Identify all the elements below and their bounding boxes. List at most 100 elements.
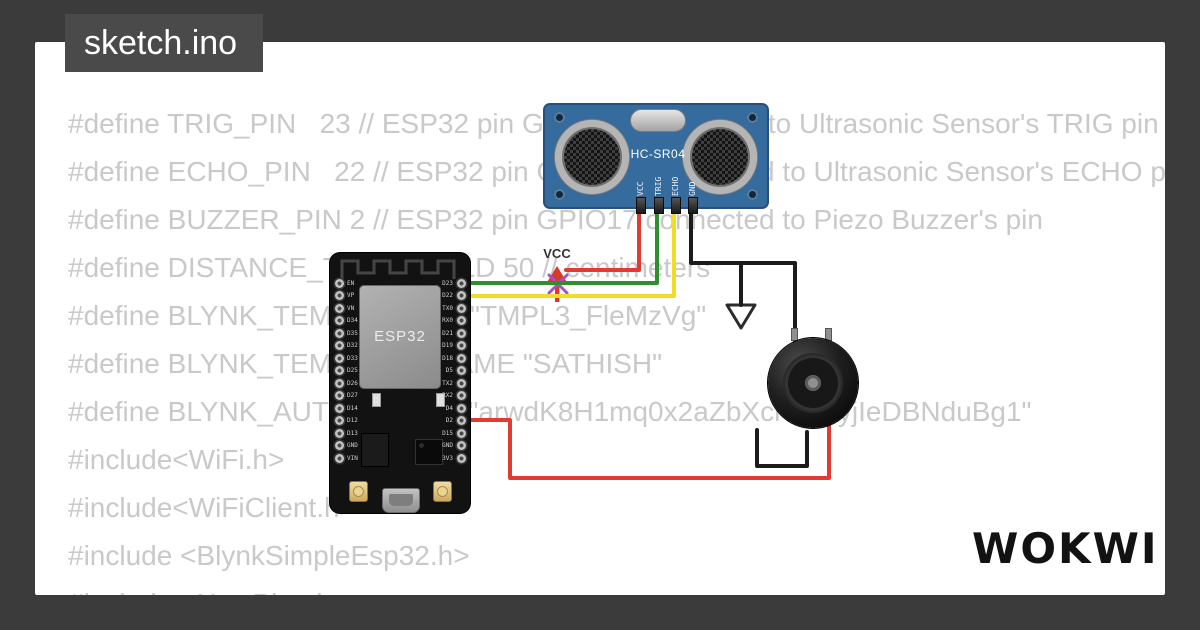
esp32-pin-right-tx2[interactable] — [456, 378, 466, 388]
esp32-pin-right-d21[interactable] — [456, 328, 466, 338]
esp32-pin-label: D32 — [347, 342, 358, 349]
esp32-pin-label: D19 — [442, 342, 453, 349]
esp32-pin-left-gnd[interactable] — [334, 441, 344, 450]
code-line-8: #include<WiFi.h> — [68, 444, 285, 475]
vcc-arrow-icon[interactable] — [555, 282, 560, 302]
esp32-pin-label: D12 — [347, 417, 358, 424]
esp32-pin-right-gnd[interactable] — [456, 441, 466, 450]
esp32-pin-left-vp[interactable] — [334, 291, 344, 300]
esp32-pin-left-d35[interactable] — [334, 328, 344, 338]
sensor-label: HC-SR04 — [630, 147, 686, 161]
esp32-pin-left-d34[interactable] — [334, 316, 344, 325]
vcc-wire[interactable] — [564, 203, 641, 272]
sensor-pin-label: GND — [688, 181, 697, 196]
boot-button[interactable] — [433, 481, 452, 502]
sensor-pin-echo[interactable] — [671, 197, 681, 214]
esp32-pin-left-vn[interactable] — [334, 303, 344, 313]
echo-wire[interactable] — [460, 203, 676, 298]
file-tab-label: sketch.ino — [84, 23, 238, 62]
mounting-hole-icon — [747, 189, 758, 200]
trig-wire[interactable] — [460, 203, 659, 285]
esp32-pin-label: D26 — [347, 379, 358, 387]
esp32-pin-label: D21 — [442, 329, 453, 337]
esp32-pin-left-d26[interactable] — [334, 378, 344, 388]
buzzer-loop-wire[interactable] — [755, 428, 809, 468]
esp32-shield-label: ESP32 — [374, 328, 426, 345]
esp32-pin-left-d25[interactable] — [334, 366, 344, 375]
buzzer-power-wire[interactable] — [460, 348, 831, 480]
capacitor-icon — [372, 393, 381, 407]
file-tab[interactable]: sketch.ino — [65, 14, 264, 72]
esp32-pin-label: D27 — [347, 392, 358, 399]
esp32-pin-left-vin[interactable] — [334, 453, 344, 463]
esp32-pin-label: RX2 — [442, 392, 453, 399]
esp32-pin-right-d22[interactable] — [456, 291, 466, 300]
sensor-pin-label: VCC — [636, 181, 645, 196]
esp32-pin-label: D14 — [347, 404, 358, 412]
en-button[interactable] — [349, 481, 368, 502]
esp32-pin-label: D25 — [347, 367, 358, 374]
transducer-mesh-icon — [692, 129, 748, 185]
piezo-buzzer[interactable] — [768, 338, 858, 428]
code-line-11: #include <NewPing.h> — [68, 580, 348, 595]
esp32-pin-right-rx2[interactable] — [456, 391, 466, 400]
esp32-pin-left-d32[interactable] — [334, 341, 344, 350]
esp32-pin-label: VIN — [347, 454, 358, 462]
transducer-right-icon — [683, 120, 757, 194]
esp32-pin-label: EN — [347, 279, 355, 287]
esp32-pin-right-d5[interactable] — [456, 366, 466, 375]
esp32-pin-left-en[interactable] — [334, 278, 344, 288]
sensor-pin-label: TRIG — [654, 176, 663, 196]
mounting-hole-icon — [747, 112, 758, 123]
esp32-pin-left-d14[interactable] — [334, 403, 344, 413]
capacitor-icon — [436, 393, 445, 407]
esp32-pin-label: TX2 — [442, 379, 453, 387]
esp32-pin-right-3v3[interactable] — [456, 453, 466, 463]
transducer-left-icon — [555, 120, 629, 194]
sensor-pin-trig[interactable] — [654, 197, 664, 214]
esp32-pin-right-d2[interactable] — [456, 416, 466, 425]
esp32-pin-right-d18[interactable] — [456, 353, 466, 363]
esp32-pin-label: D23 — [442, 279, 453, 287]
code-line-10: #include <BlynkSimpleEsp32.h> — [68, 540, 470, 571]
esp32-pin-right-d19[interactable] — [456, 341, 466, 350]
esp32-pin-label: D2 — [445, 417, 453, 424]
esp32-pin-right-rx0[interactable] — [456, 316, 466, 325]
crystal-oscillator-icon — [630, 109, 686, 132]
esp32-pin-right-d23[interactable] — [456, 278, 466, 288]
esp32-pin-label: D22 — [442, 292, 453, 299]
esp32-pin-label: GND — [347, 442, 358, 449]
esp32-shield-icon: ESP32 — [359, 285, 441, 389]
sensor-pin-gnd[interactable] — [688, 197, 698, 214]
buzzer-hole-icon — [805, 375, 821, 391]
ground-symbol-icon[interactable] — [725, 303, 757, 330]
esp32-pin-label: VP — [347, 292, 355, 299]
pcb-antenna-icon — [340, 259, 456, 279]
mounting-hole-icon — [554, 112, 565, 123]
esp32-pin-right-tx0[interactable] — [456, 303, 466, 313]
sensor-pin-vcc[interactable] — [636, 197, 646, 214]
esp32-pin-label: D13 — [347, 429, 358, 437]
esp32-pin-right-d4[interactable] — [456, 403, 466, 413]
esp32-pin-left-d13[interactable] — [334, 428, 344, 438]
esp32-pin-label: D35 — [347, 329, 358, 337]
voltage-regulator-icon — [361, 433, 389, 467]
esp32-pin-left-d33[interactable] — [334, 353, 344, 363]
buzzer-pin-negative[interactable] — [791, 328, 798, 341]
transducer-mesh-icon — [564, 129, 620, 185]
esp32-pin-left-d27[interactable] — [334, 391, 344, 400]
esp32-pin-left-d12[interactable] — [334, 416, 344, 425]
mounting-hole-icon — [554, 189, 565, 200]
usb-uart-chip-icon — [415, 439, 443, 465]
esp32-pin-label: D18 — [442, 354, 453, 362]
esp32-pin-label: 3V3 — [442, 454, 453, 462]
esp32-pin-label: TX0 — [442, 304, 453, 312]
code-line-9: #include<WiFiClient.h> — [68, 492, 356, 523]
esp32-pin-label: RX0 — [442, 317, 453, 324]
esp32-pin-label: VN — [347, 304, 355, 312]
esp32-pin-right-d15[interactable] — [456, 428, 466, 438]
